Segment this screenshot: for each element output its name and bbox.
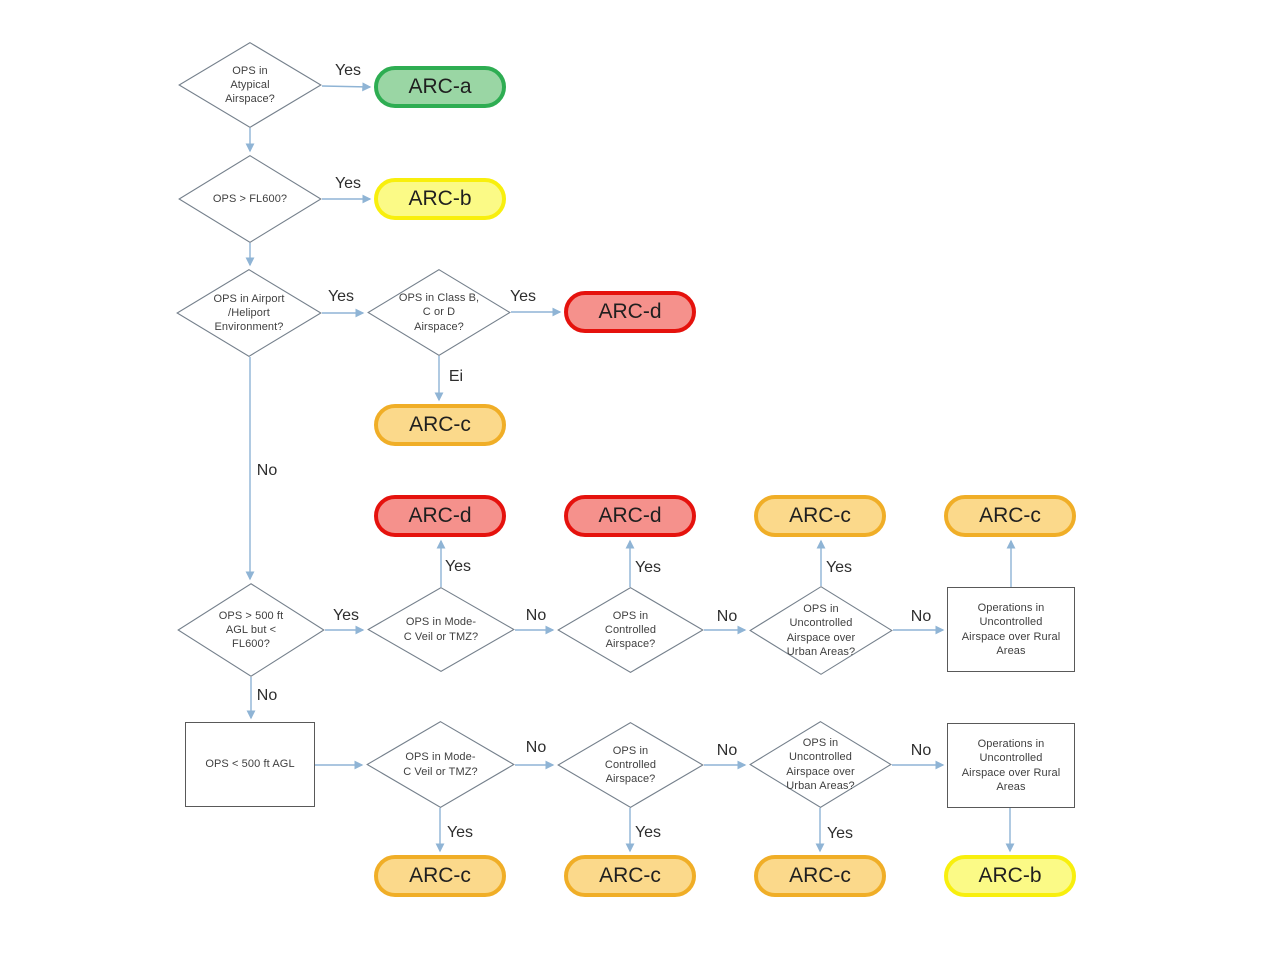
process-rural-low: Operations in Uncontrolled Airspace over… — [947, 723, 1075, 808]
result-arc-c-uncontrolled-low: ARC-c — [754, 855, 886, 897]
result-arc-d-modec: ARC-d — [374, 495, 506, 537]
process-label: Operations in Uncontrolled Airspace over… — [961, 601, 1061, 657]
decision-uncontrolled-urban-mid: OPS in Uncontrolled Airspace over Urban … — [749, 586, 893, 675]
edge-label-yes: Yes — [332, 607, 360, 624]
decision-controlled-low: OPS in Controlled Airspace? — [557, 722, 704, 808]
edge-label-yes: Yes — [334, 62, 362, 79]
edge-label-no: No — [525, 607, 547, 624]
edge-label-no: No — [256, 687, 278, 704]
result-label: ARC-c — [979, 504, 1041, 527]
decision-controlled-mid: OPS in Controlled Airspace? — [557, 587, 704, 673]
edge-label-yes: Yes — [446, 824, 474, 841]
edge-label-yes: Yes — [327, 288, 355, 305]
decision-label: OPS > 500 ft AGL but < FL600? — [218, 609, 284, 651]
decision-uncontrolled-urban-low: OPS in Uncontrolled Airspace over Urban … — [749, 721, 892, 808]
edge-label-no: No — [716, 742, 738, 759]
result-arc-c-modec-low: ARC-c — [374, 855, 506, 897]
decision-label: OPS in Mode- C Veil or TMZ? — [403, 616, 479, 643]
result-label: ARC-d — [598, 504, 662, 527]
result-arc-c-uncontrolled: ARC-c — [754, 495, 886, 537]
decision-label: OPS in Uncontrolled Airspace over Urban … — [786, 602, 856, 658]
edge-label-no: No — [256, 462, 278, 479]
edge-label-no: No — [910, 742, 932, 759]
edge-label-yes: Yes — [334, 175, 362, 192]
result-label: ARC-c — [789, 864, 851, 887]
result-label: ARC-a — [408, 75, 472, 98]
edge-label-ei: Ei — [448, 368, 464, 385]
result-arc-b-rural-low: ARC-b — [944, 855, 1076, 897]
result-label: ARC-c — [409, 413, 471, 436]
decision-atypical-airspace: OPS in Atypical Airspace? — [178, 42, 322, 128]
result-label: ARC-b — [978, 864, 1042, 887]
decision-label: OPS in Controlled Airspace? — [604, 609, 657, 651]
process-rural-mid: Operations in Uncontrolled Airspace over… — [947, 587, 1075, 672]
result-label: ARC-c — [599, 864, 661, 887]
decision-class-bcd: OPS in Class B, C or D Airspace? — [367, 269, 511, 356]
result-label: ARC-c — [409, 864, 471, 887]
decision-label: OPS in Mode- C Veil or TMZ? — [403, 751, 478, 778]
result-arc-c-airport: ARC-c — [374, 404, 506, 446]
edge-label-yes: Yes — [509, 288, 537, 305]
result-arc-d-controlled: ARC-d — [564, 495, 696, 537]
decision-above-500ft: OPS > 500 ft AGL but < FL600? — [177, 583, 325, 677]
result-arc-c-controlled-low: ARC-c — [564, 855, 696, 897]
edge-label-yes: Yes — [825, 559, 853, 576]
decision-airport-heliport: OPS in Airport /Heliport Environment? — [176, 269, 322, 357]
edge-label-no: No — [910, 608, 932, 625]
decision-modec-tmz-low: OPS in Mode- C Veil or TMZ? — [366, 721, 515, 808]
result-label: ARC-c — [789, 504, 851, 527]
decision-label: OPS > FL600? — [212, 192, 288, 205]
edge-label-no: No — [525, 739, 547, 756]
result-arc-c-rural: ARC-c — [944, 495, 1076, 537]
result-label: ARC-d — [598, 300, 662, 323]
process-label: OPS < 500 ft AGL — [205, 758, 295, 771]
decision-label: OPS in Class B, C or D Airspace? — [398, 292, 480, 333]
result-arc-b-top: ARC-b — [374, 178, 506, 220]
edge-label-yes: Yes — [634, 824, 662, 841]
result-arc-d-airport: ARC-d — [564, 291, 696, 333]
decision-above-fl600: OPS > FL600? — [178, 155, 322, 243]
edge-label-yes: Yes — [826, 825, 854, 842]
process-label: Operations in Uncontrolled Airspace over… — [961, 737, 1061, 793]
decision-label: OPS in Uncontrolled Airspace over Urban … — [786, 736, 855, 792]
decision-label: OPS in Atypical Airspace? — [225, 64, 275, 106]
decision-label: OPS in Controlled Airspace? — [604, 744, 657, 786]
process-below-500ft: OPS < 500 ft AGL — [185, 722, 315, 807]
edge-label-yes: Yes — [444, 558, 472, 575]
edge-label-yes: Yes — [634, 559, 662, 576]
result-label: ARC-d — [408, 504, 472, 527]
edge-label-no: No — [716, 608, 738, 625]
decision-label: OPS in Airport /Heliport Environment? — [213, 292, 285, 334]
result-arc-a: ARC-a — [374, 66, 506, 108]
decision-modec-tmz-mid: OPS in Mode- C Veil or TMZ? — [367, 587, 515, 672]
result-label: ARC-b — [408, 187, 472, 210]
